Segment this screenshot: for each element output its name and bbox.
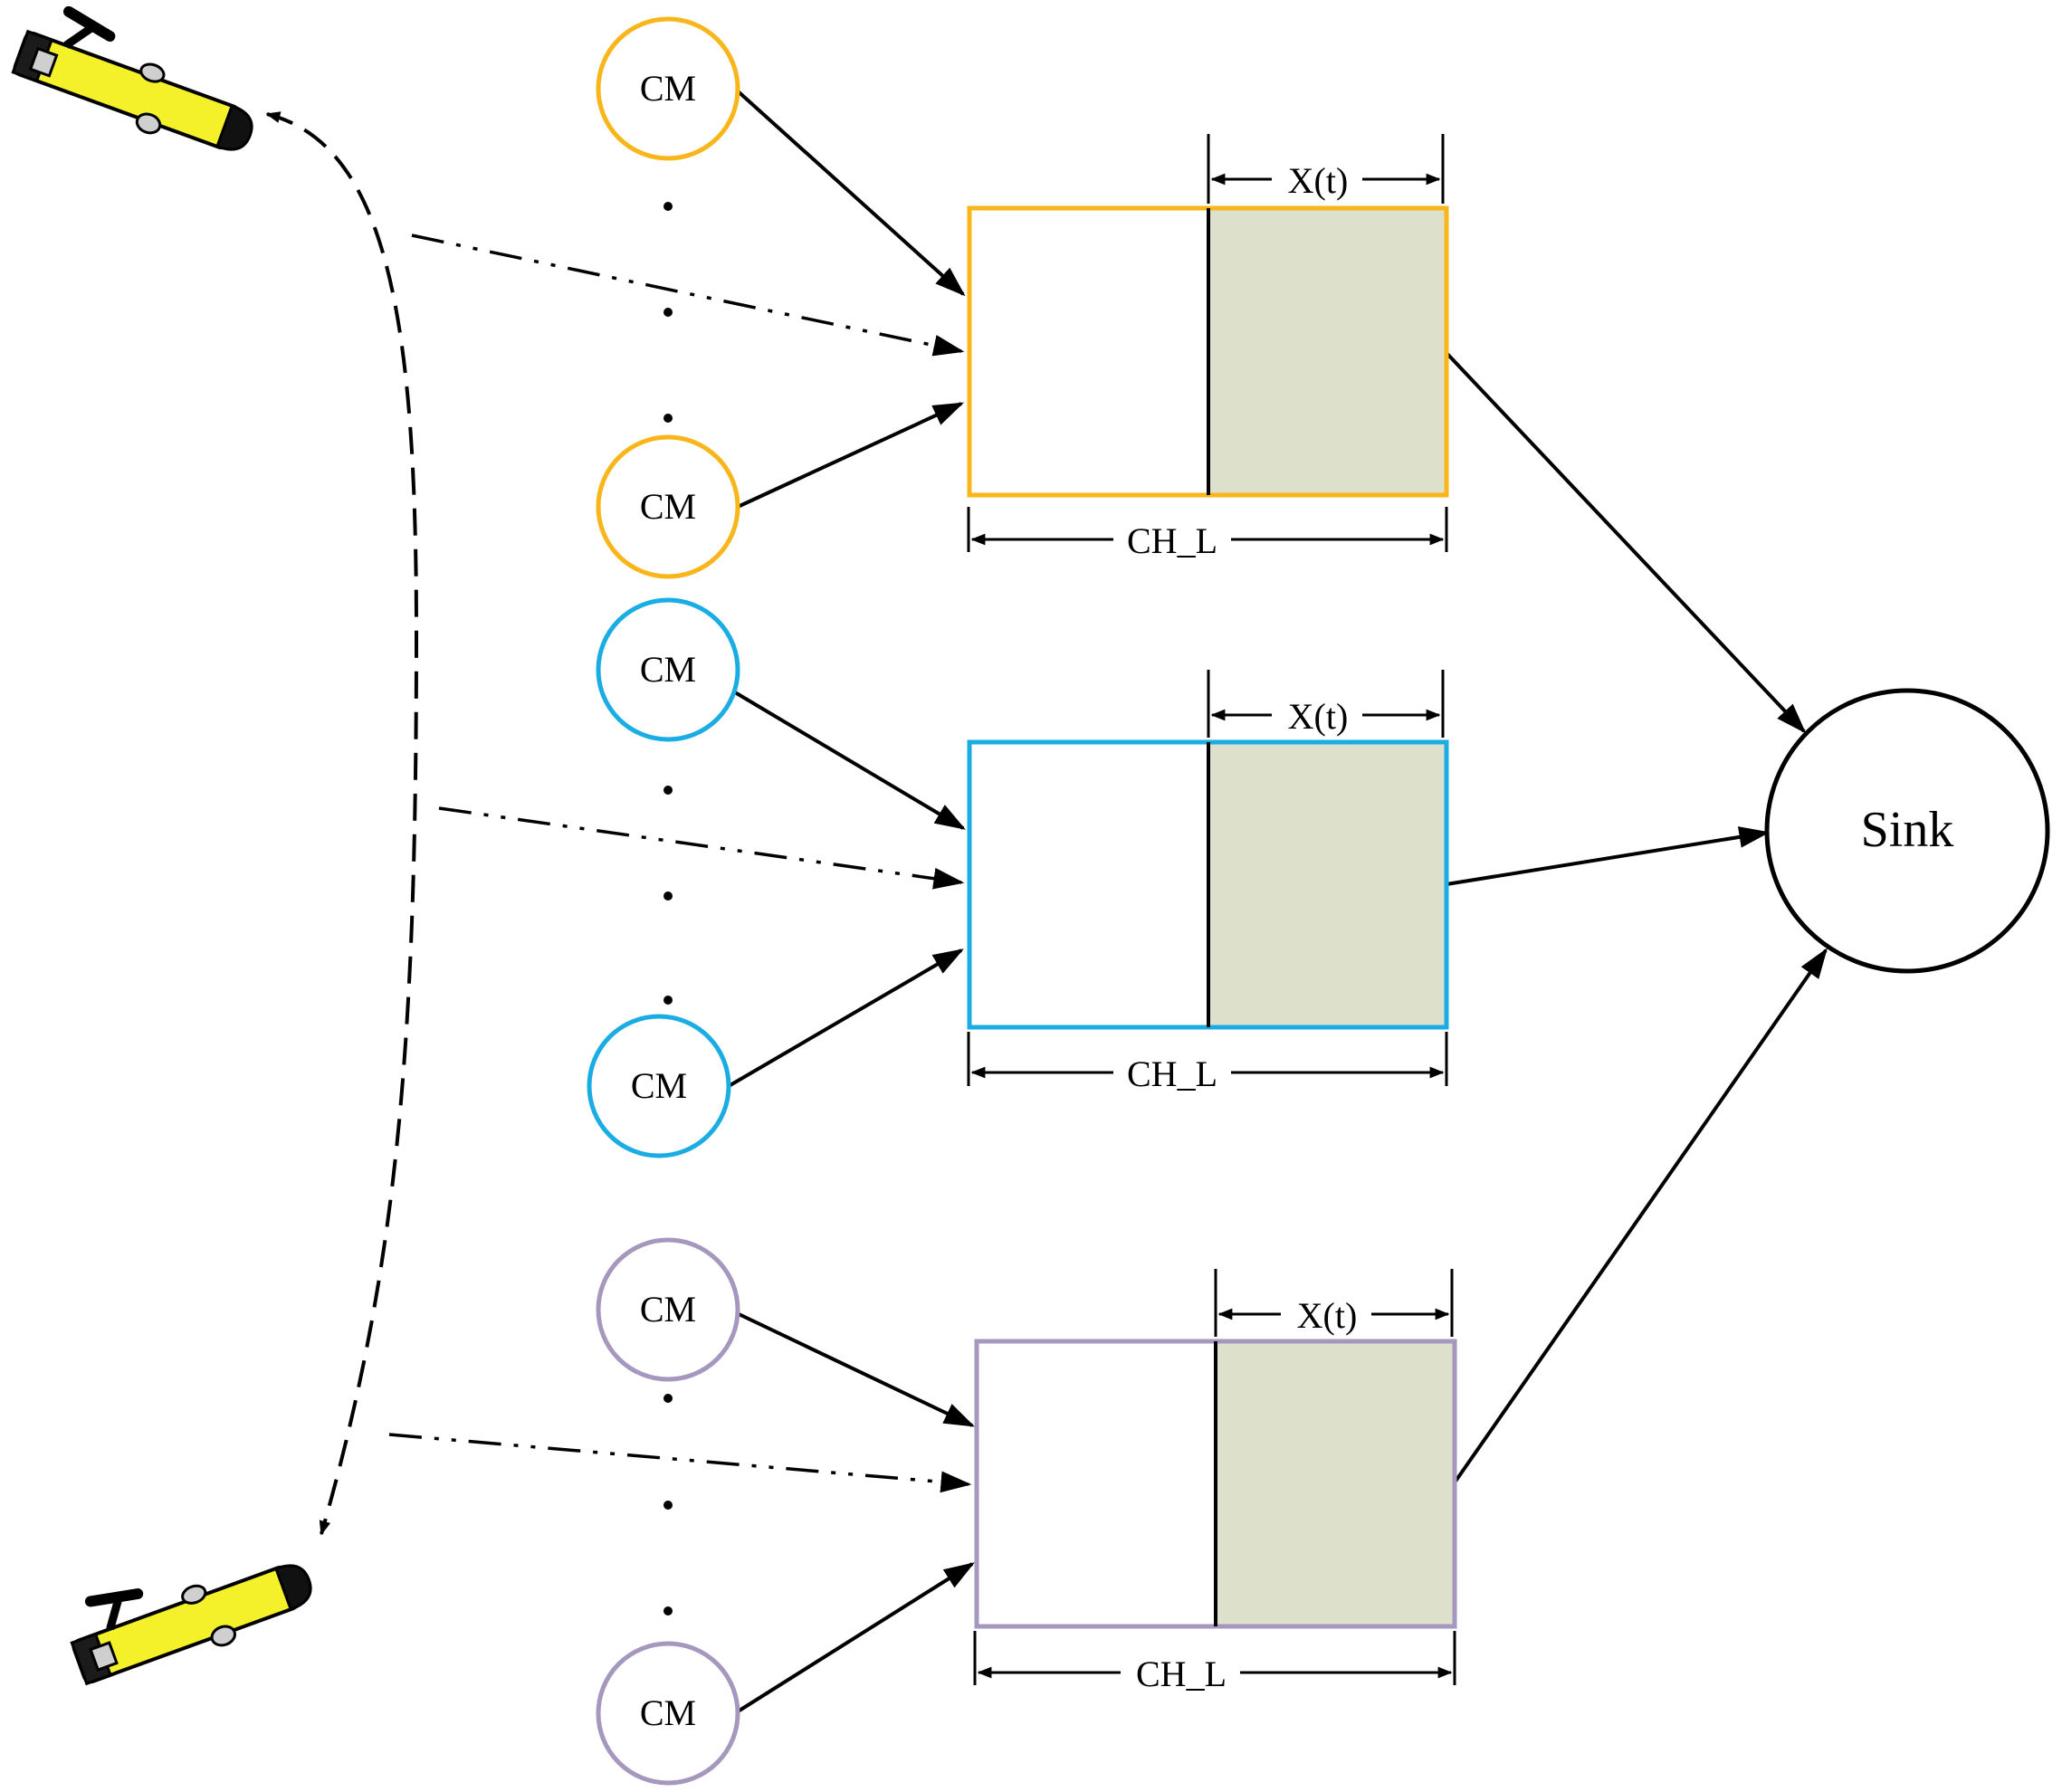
auv-icon	[61, 1529, 320, 1694]
ellipsis-dots	[663, 202, 673, 1616]
cm-node: CM	[596, 597, 740, 742]
cluster-blue: CM CM X(t) CH_L	[587, 597, 1449, 1158]
cluster-orange: CM CM X(t) CH_L	[596, 16, 1449, 579]
sink-links	[1445, 351, 1828, 1484]
cm-node-label: CM	[640, 1289, 696, 1330]
ch-label: CH_L	[1127, 1053, 1217, 1094]
ch-dimension	[967, 1032, 1448, 1086]
x-dimension	[1207, 670, 1445, 738]
sink-node: Sink	[1764, 688, 2050, 974]
x-label: X(t)	[1288, 160, 1349, 201]
x-label: X(t)	[1297, 1295, 1358, 1336]
ch-dimension	[973, 1631, 1456, 1685]
cm-node-label: CM	[640, 486, 696, 527]
cm-node: CM	[587, 1014, 731, 1158]
cm-node: CM	[596, 16, 740, 161]
x-label: X(t)	[1288, 696, 1349, 737]
auv-trajectory	[265, 111, 419, 1536]
cm-node: CM	[596, 1641, 740, 1786]
cm-node-label: CM	[640, 649, 696, 690]
auv-data-links	[388, 234, 972, 1493]
cm-node: CM	[596, 434, 740, 579]
cluster-purple: CM CM X(t) CH_L	[596, 1237, 1457, 1786]
ch-dimension	[967, 507, 1448, 552]
ch-label: CH_L	[1136, 1654, 1227, 1694]
cm-node-label: CM	[631, 1065, 687, 1106]
x-dimension	[1214, 1269, 1454, 1337]
cluster-head-buffer	[974, 1339, 1457, 1629]
cm-node-label: CM	[640, 1692, 696, 1733]
auv-icon	[9, 1, 269, 167]
cluster-head-buffer	[967, 739, 1449, 1030]
cluster-head-buffer	[967, 205, 1449, 498]
cm-links	[727, 87, 976, 1715]
cm-node: CM	[596, 1237, 740, 1382]
cm-node-label: CM	[640, 68, 696, 109]
ch-label: CH_L	[1127, 520, 1217, 561]
x-dimension	[1207, 134, 1445, 204]
sink-label: Sink	[1861, 802, 1954, 858]
